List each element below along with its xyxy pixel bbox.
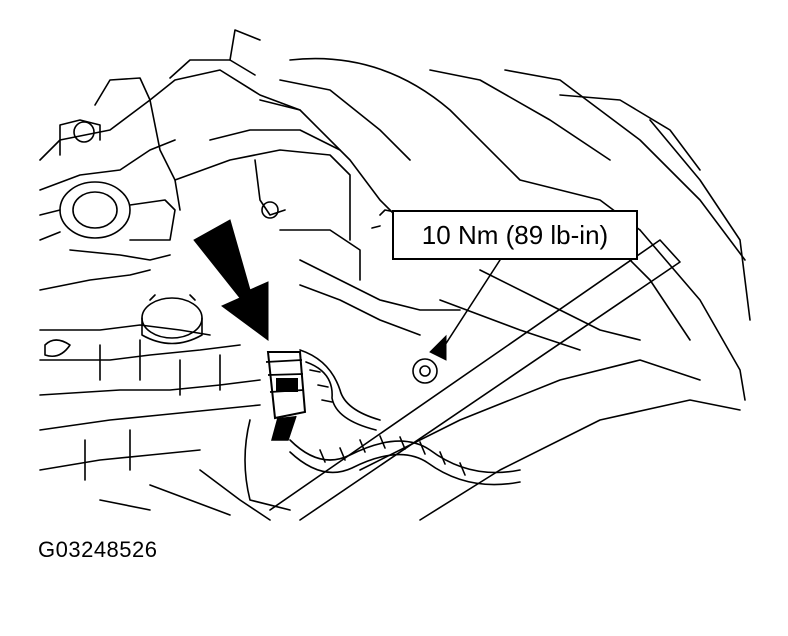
oil-filler-cap xyxy=(141,294,203,345)
callout-leader xyxy=(444,259,501,346)
bracket xyxy=(371,209,396,229)
pointer-arrow xyxy=(193,219,269,341)
torque-callout: 10 Nm (89 lb-in) xyxy=(392,210,638,260)
lower-components xyxy=(99,469,271,521)
support-strut xyxy=(269,239,741,521)
engine-cover-center xyxy=(174,79,461,336)
bolt xyxy=(412,358,438,384)
body-panel-right xyxy=(289,57,751,401)
sensor-connector xyxy=(265,351,307,441)
manifold-lower-left xyxy=(39,269,291,511)
figure-id: G03248526 xyxy=(38,537,158,562)
hose-fitting xyxy=(39,181,176,261)
callout-arrowhead xyxy=(429,334,447,361)
wiring-harness xyxy=(289,349,521,486)
torque-callout-label: 10 Nm (89 lb-in) xyxy=(421,219,609,250)
engine-block-upper-left xyxy=(39,29,301,211)
